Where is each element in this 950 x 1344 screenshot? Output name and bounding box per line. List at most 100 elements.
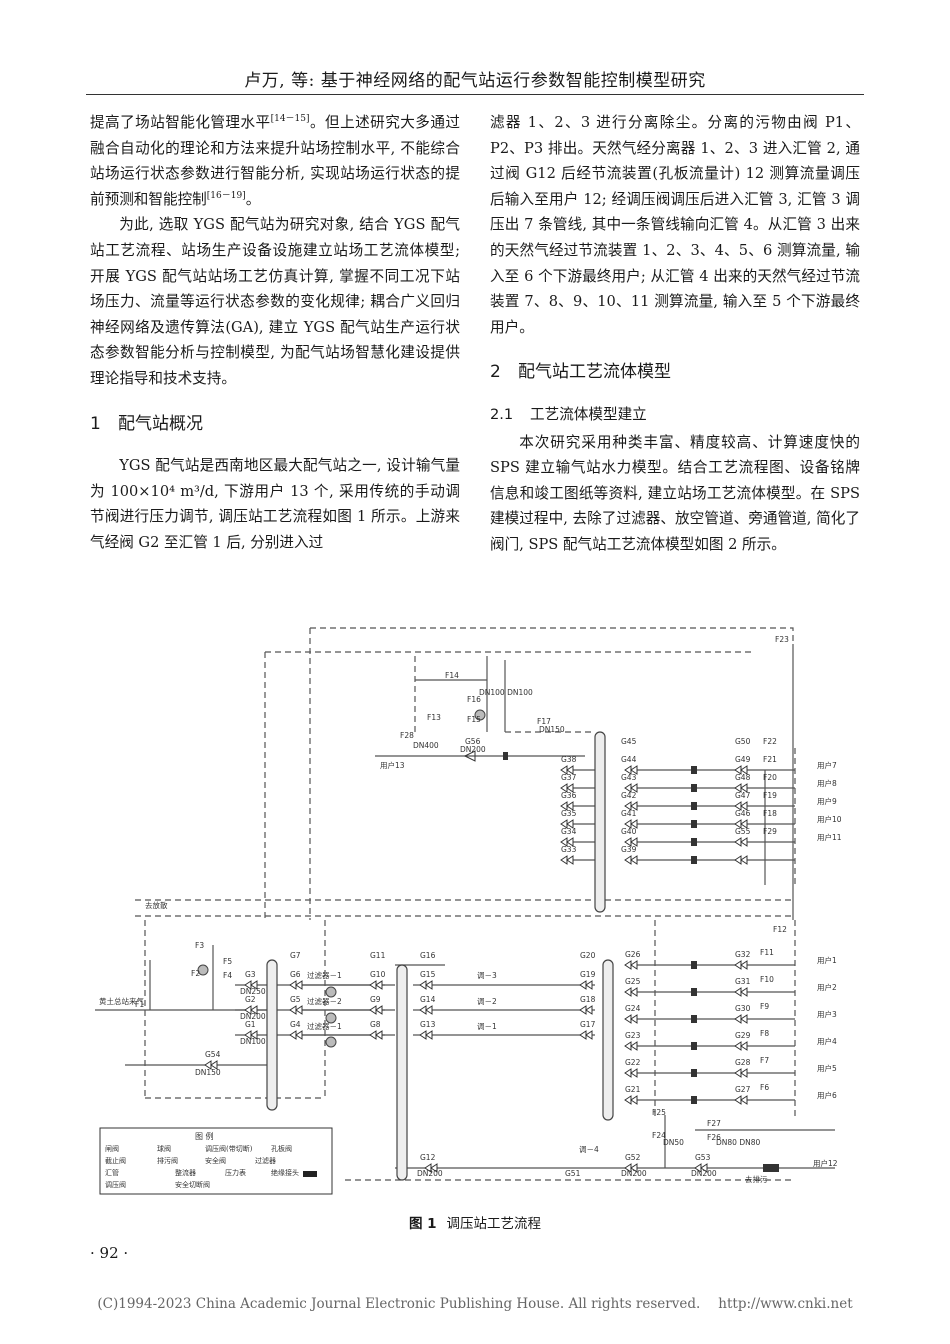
label-reg-4: 调－4 bbox=[579, 1145, 599, 1154]
label-g13: G13 bbox=[420, 1020, 436, 1029]
legend-pressure-gauge: 压力表 bbox=[225, 1168, 246, 1177]
label-g48: G48 bbox=[735, 773, 751, 782]
label-g18: G18 bbox=[580, 995, 596, 1004]
label-dn200-g56: DN200 bbox=[460, 745, 486, 754]
label-dn100-g1: DN100 bbox=[240, 1037, 266, 1046]
legend-straightener: 整流器 bbox=[175, 1168, 196, 1177]
label-f22: F22 bbox=[763, 737, 777, 746]
label-g14: G14 bbox=[420, 995, 436, 1004]
legend-orifice-valve: 孔板阀 bbox=[271, 1144, 292, 1153]
label-user-11: 用户11 bbox=[817, 832, 842, 842]
label-user-10: 用户10 bbox=[817, 814, 842, 824]
label-f28: F28 bbox=[400, 731, 414, 740]
label-g43: G43 bbox=[621, 773, 637, 782]
copyright-text: (C)1994-2023 China Academic Journal Elec… bbox=[97, 1296, 701, 1312]
section-number: 1 bbox=[90, 413, 101, 434]
label-user-6: 用户6 bbox=[817, 1090, 837, 1100]
label-g9: G9 bbox=[370, 995, 381, 1004]
legend-insulating-joint: 绝缘接头 bbox=[271, 1168, 299, 1177]
citation[interactable]: [14－15] bbox=[270, 114, 310, 125]
label-dn150-g54: DN150 bbox=[195, 1068, 221, 1077]
label-g36: G36 bbox=[561, 791, 577, 800]
label-f24: F24 bbox=[652, 1131, 666, 1140]
label-f3: F3 bbox=[195, 941, 204, 950]
label-dn150-f17: DN150 bbox=[539, 725, 565, 734]
label-f16: F16 bbox=[467, 695, 481, 704]
label-f26: F26 bbox=[707, 1133, 721, 1142]
label-g15: G15 bbox=[420, 970, 436, 979]
label-dn400: DN400 bbox=[413, 741, 439, 750]
figure-title: 调压站工艺流程 bbox=[446, 1216, 542, 1232]
process-flow-diagram: 黄土总站来气 去放散 去排污 用户13 用户12 用户1 用户2 用户3 用户4… bbox=[95, 620, 855, 1202]
label-g5: G5 bbox=[290, 995, 301, 1004]
label-filter-1: 过滤器－1 bbox=[307, 970, 342, 980]
label-g34: G34 bbox=[561, 827, 577, 836]
subsection-title: 工艺流体模型建立 bbox=[530, 405, 647, 423]
orifice-meters bbox=[503, 752, 779, 1172]
diagram-labels: 黄土总站来气 去放散 去排污 用户13 用户12 用户1 用户2 用户3 用户4… bbox=[99, 635, 842, 1184]
label-g23: G23 bbox=[625, 1031, 641, 1040]
label-f15: F15 bbox=[467, 715, 481, 724]
legend-gate-valve: 闸阀 bbox=[105, 1144, 119, 1153]
label-f13: F13 bbox=[427, 713, 441, 722]
label-g35: G35 bbox=[561, 809, 577, 818]
label-g49: G49 bbox=[735, 755, 751, 764]
label-f17: F17 bbox=[537, 717, 551, 726]
footer-url[interactable]: http://www.cnki.net bbox=[718, 1296, 853, 1312]
label-user-7: 用户7 bbox=[817, 760, 837, 770]
label-f23: F23 bbox=[775, 635, 789, 644]
legend-drain-valve: 排污阀 bbox=[157, 1156, 178, 1165]
label-user-8: 用户8 bbox=[817, 778, 837, 788]
label-g24: G24 bbox=[625, 1004, 641, 1013]
label-g30: G30 bbox=[735, 1004, 751, 1013]
label-g52: G52 bbox=[625, 1153, 641, 1162]
subsection-heading: 2.1 工艺流体模型建立 bbox=[490, 402, 860, 428]
label-g28: G28 bbox=[735, 1058, 751, 1067]
label-g31: G31 bbox=[735, 977, 751, 986]
label-g11: G11 bbox=[370, 951, 386, 960]
section-title: 配气站概况 bbox=[118, 413, 203, 434]
label-f12: F12 bbox=[773, 925, 787, 934]
label-f10: F10 bbox=[760, 975, 774, 984]
label-drain: 去排污 bbox=[745, 1174, 768, 1184]
left-column: 提高了场站智能化管理水平[14－15]。但上述研究大多通过融合自动化的理论和方法… bbox=[90, 110, 460, 556]
label-f6: F6 bbox=[760, 1083, 769, 1092]
legend-regulator-shutoff: 调压阀(带切断) bbox=[205, 1144, 253, 1153]
paragraph: 本次研究采用种类丰富、精度较高、计算速度快的 SPS 建立输气站水力模型。结合工… bbox=[490, 433, 860, 553]
right-column: 滤器 1、2、3 进行分离除尘。分离的污物由阀 P1、P2、P3 排出。天然气经… bbox=[490, 110, 860, 558]
label-f18: F18 bbox=[763, 809, 777, 818]
label-g19: G19 bbox=[580, 970, 596, 979]
label-g56: G56 bbox=[465, 737, 481, 746]
legend-title: 图 例 bbox=[195, 1131, 214, 1141]
label-user-2: 用户2 bbox=[817, 982, 837, 992]
label-user12: 用户12 bbox=[813, 1158, 838, 1168]
label-vent: 去放散 bbox=[145, 900, 168, 910]
label-f4: F4 bbox=[223, 971, 232, 980]
label-dn50: DN50 bbox=[663, 1138, 684, 1147]
filters bbox=[197, 709, 486, 1048]
manifolds bbox=[266, 731, 614, 1181]
label-g16: G16 bbox=[420, 951, 436, 960]
label-reg-2: 调－2 bbox=[477, 997, 497, 1006]
label-f9: F9 bbox=[760, 1002, 769, 1011]
label-f14: F14 bbox=[445, 671, 459, 680]
citation[interactable]: [16－19] bbox=[206, 190, 246, 201]
label-g3: G3 bbox=[245, 970, 256, 979]
label-g33: G33 bbox=[561, 845, 577, 854]
label-g39: G39 bbox=[621, 845, 637, 854]
legend: 图 例 闸阀 球阀 调压阀(带切断) 孔板阀 截止阀 排污阀 安全阀 过滤器 汇… bbox=[99, 1127, 333, 1195]
label-g12: G12 bbox=[420, 1153, 436, 1162]
label-g29: G29 bbox=[735, 1031, 751, 1040]
section-number: 2 bbox=[490, 362, 501, 383]
subsection-number: 2.1 bbox=[490, 405, 514, 423]
text-run: 。 bbox=[245, 190, 261, 208]
paragraph: 提高了场站智能化管理水平[14－15]。但上述研究大多通过融合自动化的理论和方法… bbox=[90, 110, 460, 212]
label-g4: G4 bbox=[290, 1020, 301, 1029]
label-g41: G41 bbox=[621, 809, 637, 818]
label-f8: F8 bbox=[760, 1029, 769, 1038]
label-g50: G50 bbox=[735, 737, 751, 746]
label-user-3: 用户3 bbox=[817, 1009, 837, 1019]
label-g17: G17 bbox=[580, 1020, 596, 1029]
valves bbox=[204, 750, 748, 1173]
